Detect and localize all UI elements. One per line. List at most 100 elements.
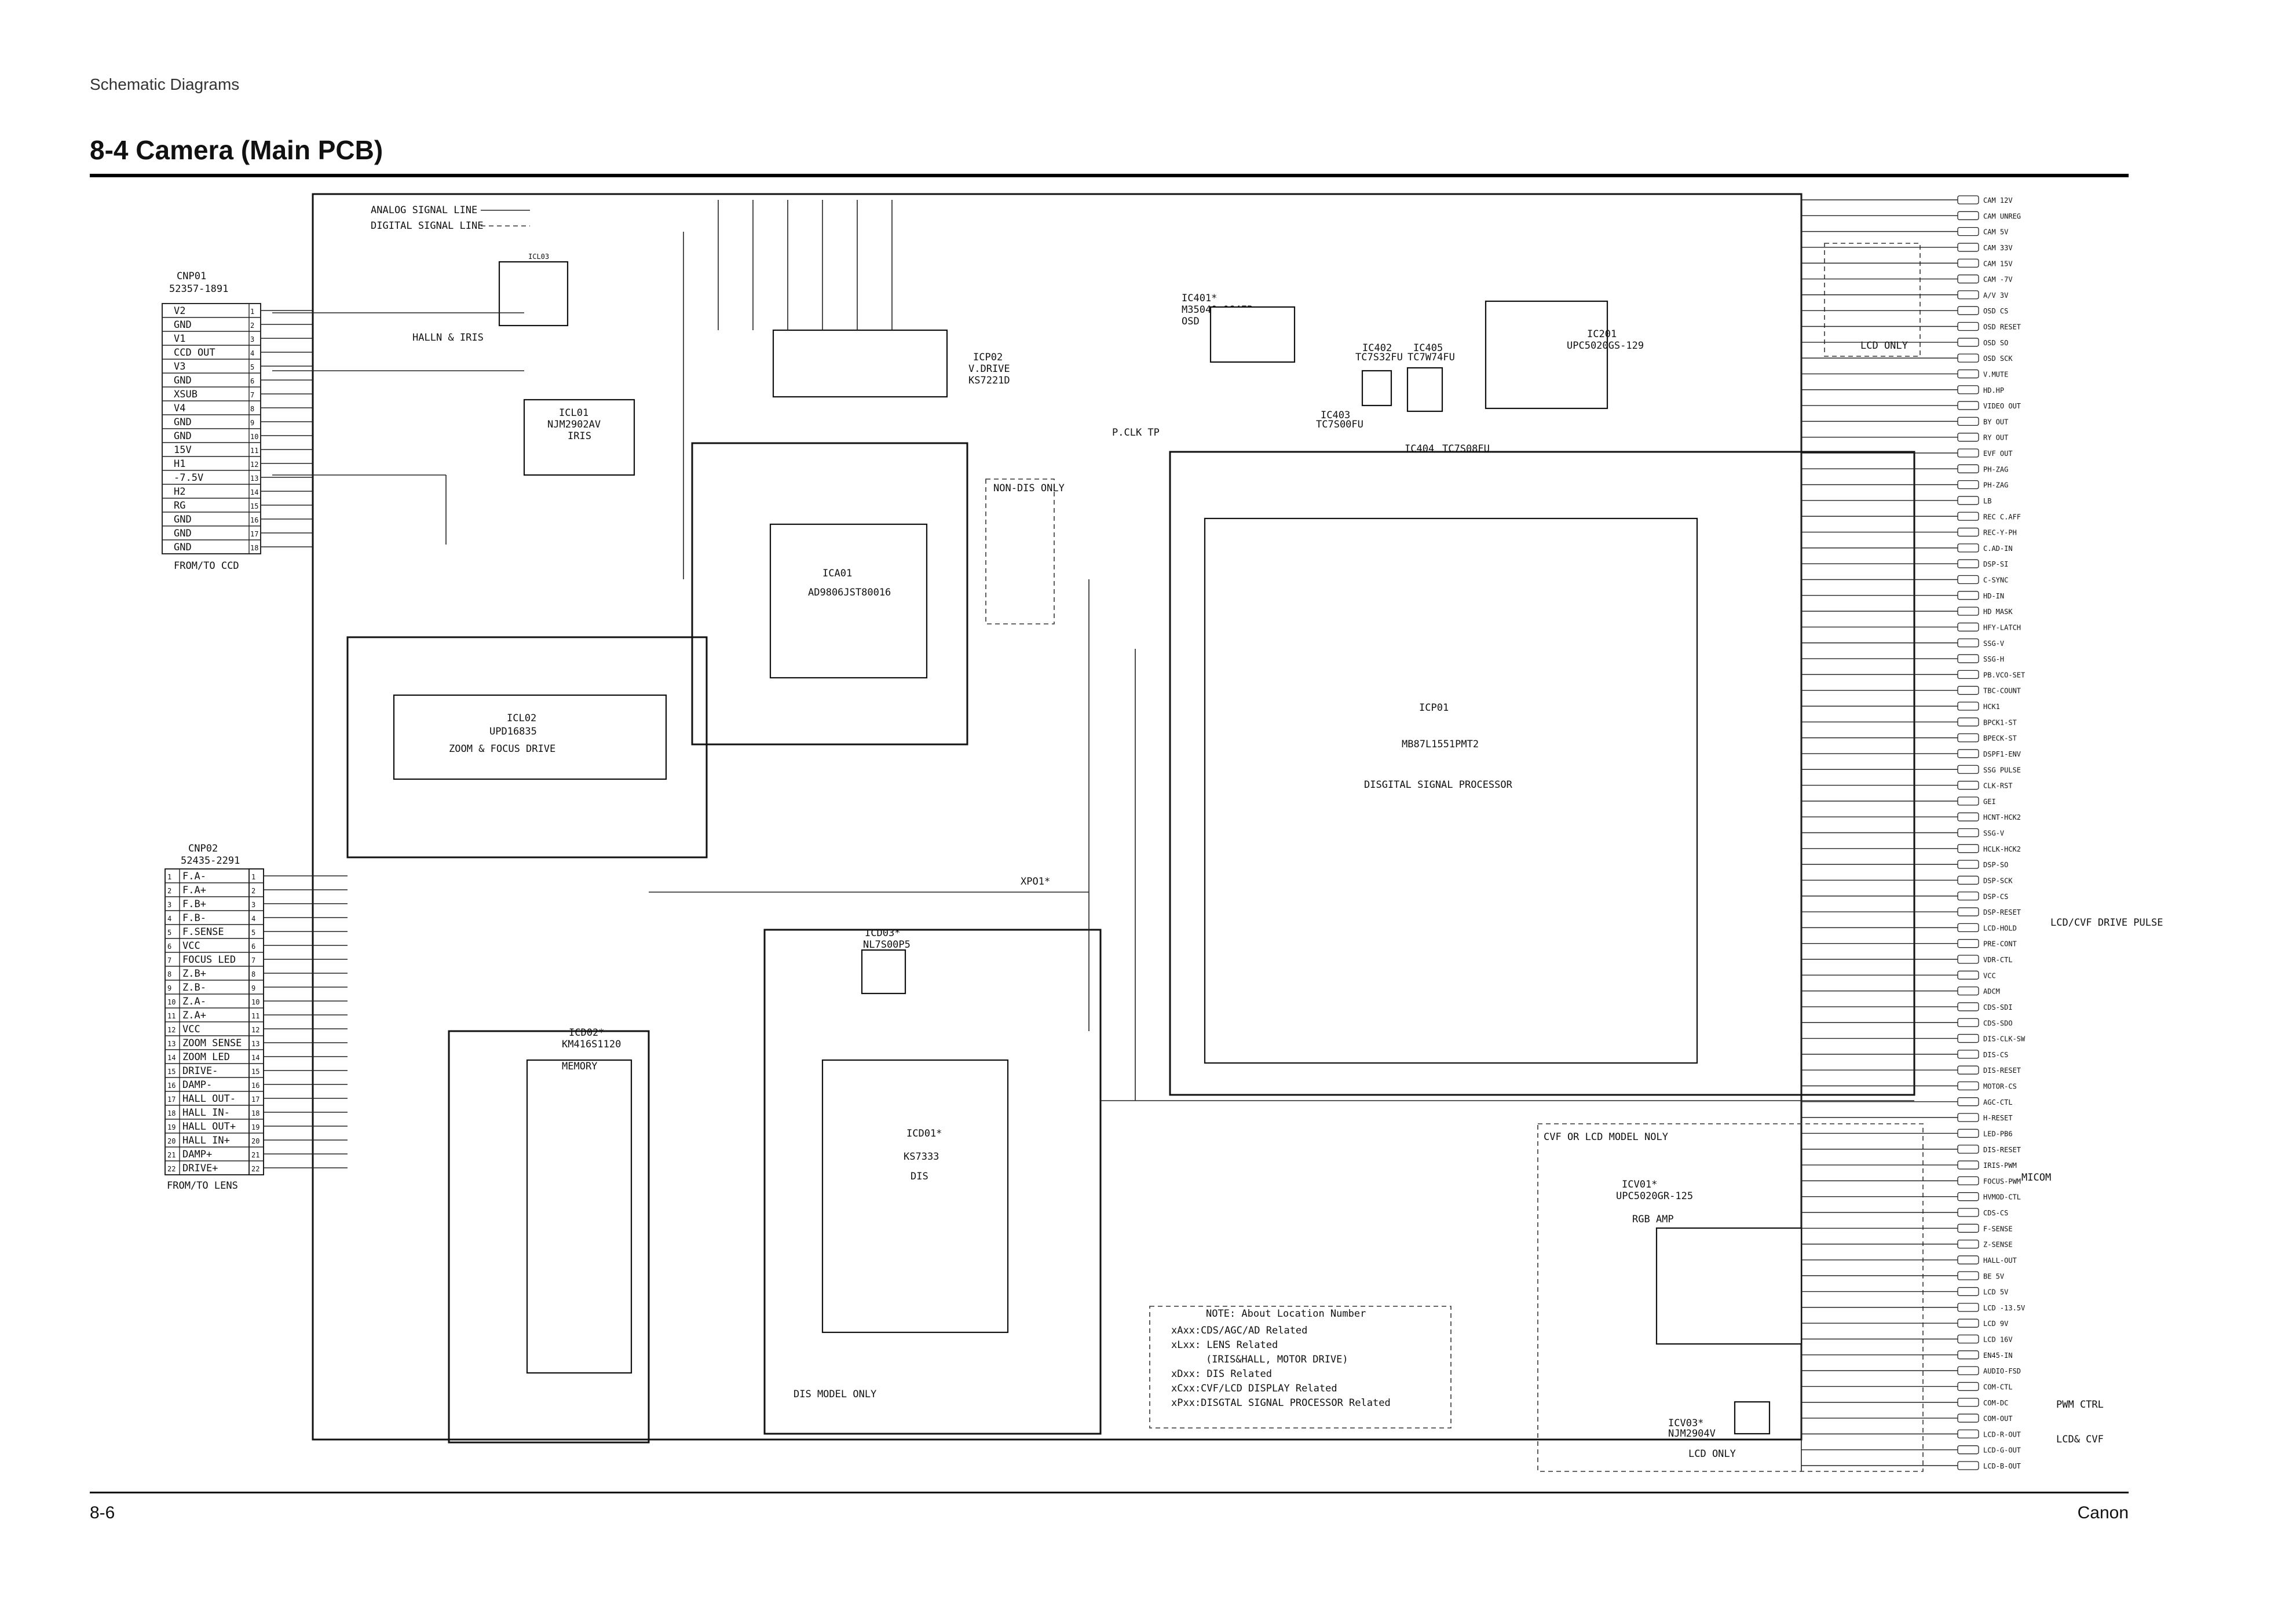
cnp02-pin: ZOOM LED	[182, 1051, 230, 1063]
pclk-label: P.CLK TP	[1112, 427, 1160, 439]
icd02-func: MEMORY	[562, 1061, 597, 1072]
cnp01-pin-number: 12	[250, 461, 258, 469]
cnp02-pin-number: 6	[251, 942, 255, 951]
signal-connector	[1957, 480, 1979, 489]
icl02-block: ICL02 UPD16835 ZOOM & FOCUS DRIVE	[393, 694, 667, 780]
cnp02-pin-number: 10	[167, 998, 176, 1006]
right-signal-label: PRE-CONT	[1983, 940, 2017, 948]
icp01-chip	[1204, 517, 1698, 1064]
right-signal-label: LCD-B-OUT	[1983, 1462, 2021, 1470]
cnp02-pin-number: 15	[251, 1068, 259, 1076]
icd01-part: KS7333	[904, 1151, 939, 1163]
cnp02-pin: F.B+	[182, 898, 206, 910]
dis-only-label: DIS MODEL ONLY	[794, 1389, 876, 1400]
signal-connector	[1957, 290, 1979, 299]
cnp02-pin-number: 5	[167, 929, 171, 937]
signal-connector	[1957, 448, 1979, 458]
signal-connector	[1957, 227, 1979, 236]
cnp01-pin-number: 3	[250, 335, 254, 344]
cnp01-pin: GND	[174, 514, 192, 525]
hall-iris-section: HALLN & IRIS ICL03 ICL01 NJM2902AV IRIS	[272, 232, 684, 579]
cnp02-pin-number: 18	[167, 1109, 176, 1117]
cnp02-pin-number: 16	[167, 1082, 176, 1090]
icl01-chip	[523, 399, 635, 476]
cnp02-pin: VCC	[182, 1024, 200, 1035]
cnp01-pin: V2	[174, 305, 185, 317]
cnp02-pin: HALL OUT+	[182, 1121, 236, 1133]
cnp02-pin-number: 8	[167, 970, 171, 978]
note-line-5: xCxx:CVF/LCD DISPLAY Related	[1171, 1383, 1337, 1394]
icd01-func: DIS	[911, 1171, 928, 1182]
note-box: NOTE: About Location Number xAxx:CDS/AGC…	[1149, 1306, 1452, 1429]
signal-connector	[1957, 369, 1979, 379]
cnp02-pin: F.SENSE	[182, 926, 224, 938]
right-signal-label: CLK-RST	[1983, 782, 2013, 790]
icp02-block: ICP02 V.DRIVE KS7221D	[718, 200, 1010, 398]
cnp02-pin-number: 12	[251, 1026, 259, 1034]
right-signal-label: LCD -13.5V	[1983, 1304, 2025, 1312]
lcd-cvf-pulse-label: LCD/CVF DRIVE PULSE	[2050, 917, 2163, 929]
right-signal-label: H-RESET	[1983, 1114, 2013, 1122]
header-rule	[90, 174, 2129, 177]
cnp02-pin-number: 4	[167, 915, 171, 923]
signal-connector	[1957, 844, 1979, 853]
icp02-label: ICP02	[973, 352, 1003, 363]
right-signal-label: DIS-CS	[1983, 1051, 2008, 1059]
right-signal-label: OSD SO	[1983, 339, 2008, 347]
cnp02-pin-number: 7	[251, 956, 255, 965]
right-signal-label: HD MASK	[1983, 608, 2013, 616]
cnp02-pin: HALL IN-	[182, 1107, 230, 1119]
right-signal-label: CAM 33V	[1983, 244, 2013, 252]
icp02-part: KS7221D	[968, 375, 1010, 386]
ic405-label: IC405	[1413, 342, 1443, 354]
signal-connector	[1957, 195, 1979, 204]
cnp01-pin: CCD OUT	[174, 347, 215, 359]
right-signal-label: EVF OUT	[1983, 450, 2013, 458]
ic201-chip	[1485, 300, 1608, 410]
right-signal-label: COM-CTL	[1983, 1383, 2013, 1391]
right-signal-label: COM-OUT	[1983, 1415, 2013, 1423]
cnp02-pin-number: 14	[251, 1054, 259, 1062]
ic404-label: IC404	[1405, 443, 1434, 455]
icl03-label: ICL03	[528, 253, 549, 261]
signal-connector	[1957, 306, 1979, 315]
cnp01-pin-number: 18	[250, 544, 258, 552]
right-signal-label: RY OUT	[1983, 434, 2008, 442]
note-line-3: (IRIS&HALL, MOTOR DRIVE)	[1206, 1354, 1348, 1365]
dsp-box	[1169, 451, 1915, 1096]
cnp01-pin: GND	[174, 542, 192, 553]
cnp02-pin: Z.B+	[182, 968, 206, 980]
right-signal-label: IRIS-PWM	[1983, 1161, 2017, 1170]
right-signal-label: LCD-G-OUT	[1983, 1446, 2021, 1455]
icp01-func: DISGITAL SIGNAL PROCESSOR	[1364, 779, 1513, 791]
signal-connector	[1957, 1382, 1979, 1391]
cnp02-pin-number: 20	[251, 1137, 259, 1145]
signal-connector	[1957, 797, 1979, 806]
signal-connector	[1957, 939, 1979, 948]
signal-connector	[1957, 243, 1979, 252]
cnp01-pin: XSUB	[174, 389, 198, 400]
cvf-lcd-label: CVF OR LCD MODEL NOLY	[1544, 1131, 1668, 1143]
cnp02-pin-number: 21	[167, 1151, 176, 1159]
signal-connector	[1957, 543, 1979, 553]
footer-rule	[90, 1492, 2129, 1493]
icl02-func: ZOOM & FOCUS DRIVE	[449, 743, 555, 755]
signal-connector	[1957, 211, 1979, 220]
cnp01-pin-number: 9	[250, 419, 254, 427]
cnp02-pin: DRIVE-	[182, 1065, 218, 1077]
signal-connector	[1957, 622, 1979, 632]
signal-connector	[1957, 1128, 1979, 1138]
cnp02-pin: F.A-	[182, 871, 206, 882]
right-signal-label: VIDEO OUT	[1983, 402, 2021, 410]
right-signal-label: HD-IN	[1983, 592, 2004, 600]
signal-connector	[1957, 322, 1979, 331]
icl02-label: ICL02	[507, 713, 536, 724]
icv01-part: UPC5020GR-125	[1616, 1190, 1693, 1202]
right-signal-label: SSG PULSE	[1983, 766, 2021, 774]
note-line-2: xLxx: LENS Related	[1171, 1339, 1278, 1351]
right-signal-label: BPCK1-ST	[1983, 718, 2017, 726]
icl02-part: UPD16835	[489, 726, 537, 737]
right-signal-label: F-SENSE	[1983, 1225, 2013, 1233]
right-signal-label: OSD RESET	[1983, 323, 2021, 331]
